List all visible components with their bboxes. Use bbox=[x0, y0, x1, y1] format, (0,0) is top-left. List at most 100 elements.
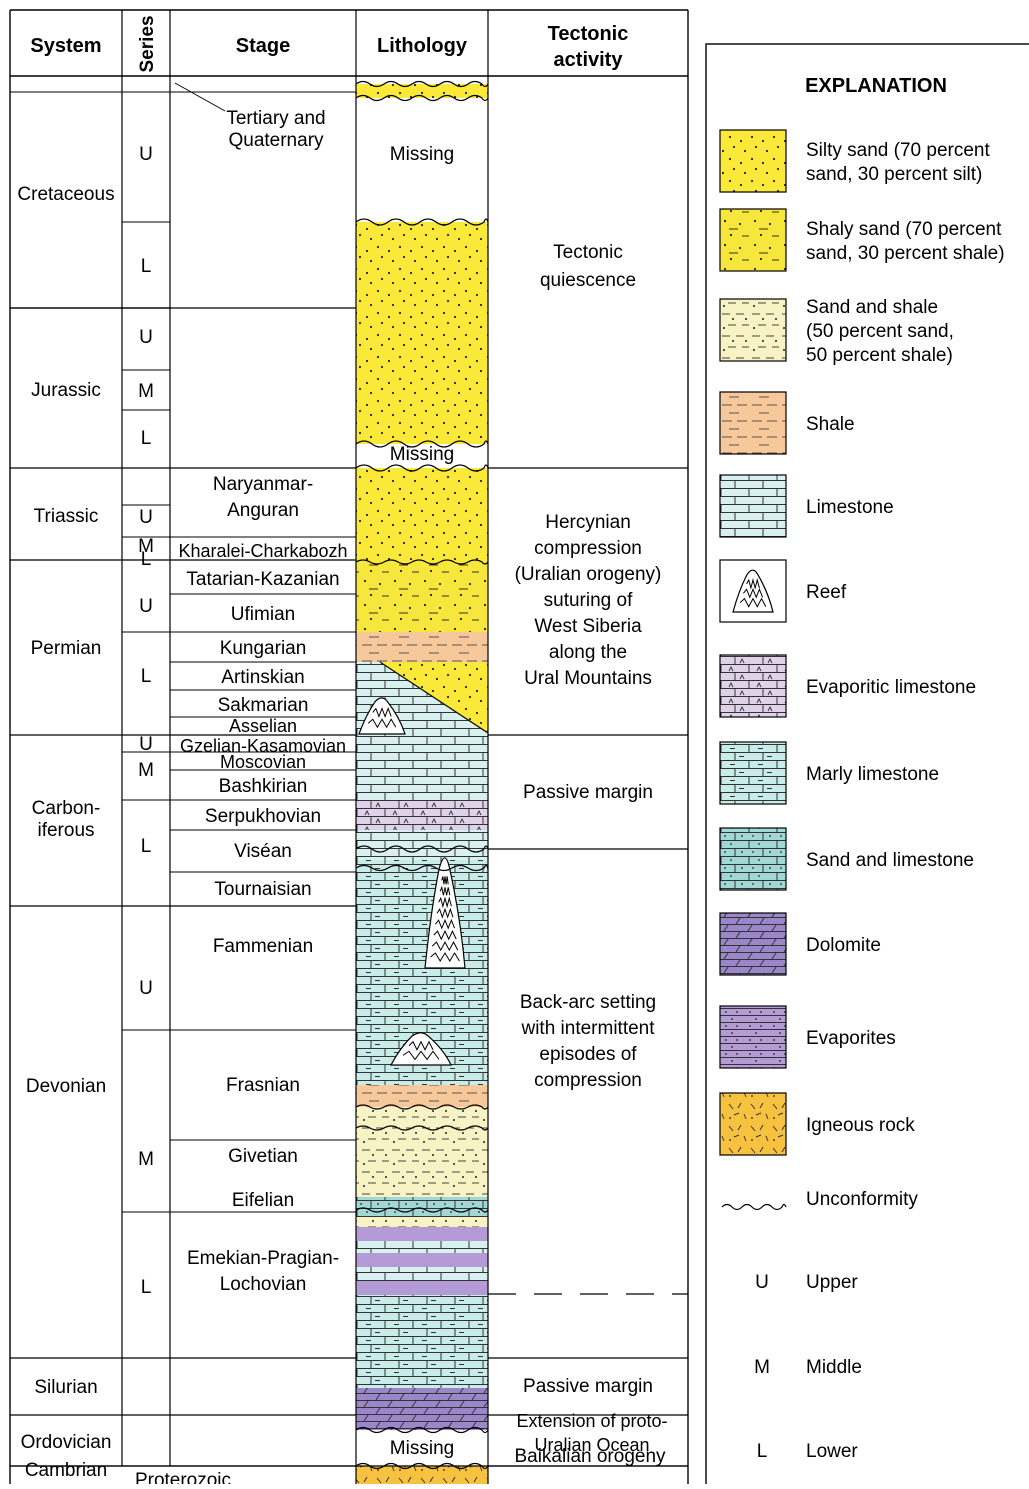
legend-swatch-pattern bbox=[719, 208, 787, 272]
header-system: System bbox=[30, 35, 101, 57]
system-jurassic: Jurassic bbox=[31, 380, 101, 401]
legend-item-sand-shale: Sand and shale (50 percent sand, 50 percen… bbox=[719, 297, 954, 366]
legend-label-shale: Shale bbox=[806, 414, 855, 435]
legend-swatch-pattern bbox=[719, 1005, 787, 1069]
reef-symbol-texture bbox=[431, 941, 459, 952]
legend-swatch-pattern bbox=[719, 391, 787, 455]
missing-label: Missing bbox=[390, 1438, 454, 1459]
litho-evaporitic-limestone-serpukhovian-pattern bbox=[356, 800, 488, 830]
legend-item-upper: U Upper bbox=[755, 1272, 858, 1293]
unconformity-symbol bbox=[721, 1203, 787, 1211]
tectonic-passive-margin: Passive margin bbox=[523, 782, 653, 803]
reef-symbol bbox=[424, 857, 466, 969]
stage-fammenian: Fammenian bbox=[213, 936, 313, 957]
legend-label-sand-shale: 50 percent shale) bbox=[806, 345, 953, 366]
missing-label: Missing bbox=[390, 144, 454, 165]
reef-symbol-texture bbox=[402, 1050, 440, 1061]
series-letter: U bbox=[139, 734, 153, 755]
legend-swatch-pattern bbox=[719, 741, 787, 805]
legend-swatch-pattern bbox=[719, 474, 787, 538]
litho-evaporites-band-2 bbox=[356, 1253, 488, 1267]
legend-label-igneous-rock: Igneous rock bbox=[806, 1115, 915, 1136]
legend-letter-lower: L bbox=[757, 1441, 768, 1462]
litho-evaporites-band-1 bbox=[356, 1227, 488, 1241]
header-tectonic: activity bbox=[554, 49, 624, 71]
series-letter: L bbox=[141, 549, 152, 570]
reef-symbol-texture bbox=[436, 907, 454, 919]
legend-label-dolomite: Dolomite bbox=[806, 935, 881, 956]
legend-swatch-pattern bbox=[719, 827, 787, 891]
legend-swatch-pattern bbox=[719, 654, 787, 718]
legend-item-marly-limestone: Marly limestone bbox=[719, 741, 939, 805]
legend-label-sand-shale: Sand and shale bbox=[806, 297, 938, 318]
litho-evaporites-band-3 bbox=[356, 1281, 488, 1295]
unconformity-line bbox=[355, 440, 489, 448]
legend-item-sand-limestone: Sand and limestone bbox=[719, 827, 974, 891]
system-cambrian: Cambrian bbox=[25, 1460, 107, 1481]
stage-tertiary: Tertiary and bbox=[226, 108, 325, 129]
legend-item-unconformity: Unconformity bbox=[721, 1189, 918, 1211]
tectonic-backarc: with intermittent bbox=[520, 1018, 655, 1039]
header-stage: Stage bbox=[236, 35, 290, 57]
series-letter: M bbox=[138, 381, 154, 402]
system-ordovician: Ordovician bbox=[21, 1432, 112, 1453]
stage-eifelian: Eifelian bbox=[232, 1190, 294, 1211]
legend-label-shaly-sand: sand, 30 percent shale) bbox=[806, 243, 1005, 264]
reef-symbol-texture bbox=[438, 896, 452, 909]
legend-letter-upper: U bbox=[755, 1272, 769, 1293]
stage-frasnian: Frasnian bbox=[226, 1075, 300, 1096]
legend-label-silty-sand: sand, 30 percent silt) bbox=[806, 164, 982, 185]
reef-symbol bbox=[358, 697, 406, 735]
legend-label-middle: Middle bbox=[806, 1357, 862, 1378]
tectonic-backarc: compression bbox=[534, 1070, 642, 1091]
series-letter: L bbox=[141, 428, 152, 449]
stage-naryanmar: Anguran bbox=[227, 500, 299, 521]
legend-label-sand-shale: (50 percent sand, bbox=[806, 321, 954, 342]
unconformity-line bbox=[355, 1207, 489, 1213]
system-carboniferous: iferous bbox=[37, 820, 94, 841]
litho-silty-sand-cretaceous-jurassic-pattern bbox=[356, 222, 488, 444]
legend-label-upper: Upper bbox=[806, 1272, 858, 1293]
series-letter: U bbox=[139, 978, 153, 999]
stage-emekian: Lochovian bbox=[220, 1274, 307, 1295]
legend-item-evaporitic-limestone: Evaporitic limestone bbox=[719, 654, 976, 718]
facies-boundary-line bbox=[379, 661, 489, 734]
litho-limestone-carboniferous-pattern bbox=[356, 735, 488, 800]
series-letter: U bbox=[139, 327, 153, 348]
reef-symbol-texture bbox=[430, 952, 460, 963]
unconformity-line bbox=[355, 1426, 489, 1434]
tectonic-hercynian: (Uralian orogeny) bbox=[515, 564, 662, 585]
unconformity-line bbox=[355, 80, 489, 88]
stage-emekian: Emekian-Pragian- bbox=[187, 1248, 339, 1269]
stage-tertiary: Quaternary bbox=[228, 130, 324, 151]
litho-sand-shale-givetian-pattern bbox=[356, 1107, 488, 1197]
reef-symbol-texture bbox=[372, 707, 392, 718]
tectonic-hercynian: Hercynian bbox=[545, 512, 631, 533]
legend-label-evaporitic-limestone: Evaporitic limestone bbox=[806, 677, 976, 698]
series-letter: L bbox=[141, 836, 152, 857]
reef-symbol-texture bbox=[441, 876, 449, 885]
stage-asselian: Asselian bbox=[229, 716, 297, 736]
stage-ufimian: Ufimian bbox=[231, 604, 295, 625]
reef-symbol-texture bbox=[743, 587, 764, 599]
series-letter: L bbox=[141, 1277, 152, 1298]
stage-kungarian: Kungarian bbox=[220, 638, 307, 659]
header-series: Series bbox=[137, 15, 158, 72]
reef-symbol bbox=[390, 1032, 452, 1066]
legend-swatch-pattern bbox=[719, 912, 787, 976]
reef-symbol-texture bbox=[435, 918, 456, 930]
unconformity-line bbox=[355, 218, 489, 226]
legend-swatch-pattern bbox=[719, 129, 787, 193]
litho-limestone-band-1-pattern bbox=[356, 1241, 488, 1253]
system-carboniferous: Carbon- bbox=[32, 798, 101, 819]
litho-limestone-band-2-pattern bbox=[356, 1267, 488, 1281]
tectonic-hercynian: suturing of bbox=[544, 590, 633, 611]
series-letter: U bbox=[139, 144, 153, 165]
reef-symbol-texture bbox=[746, 578, 760, 590]
tectonic-hercynian: compression bbox=[534, 538, 642, 559]
litho-silty-sand-triassic-pattern bbox=[356, 468, 488, 562]
legend-item-igneous-rock: Igneous rock bbox=[719, 1092, 915, 1156]
